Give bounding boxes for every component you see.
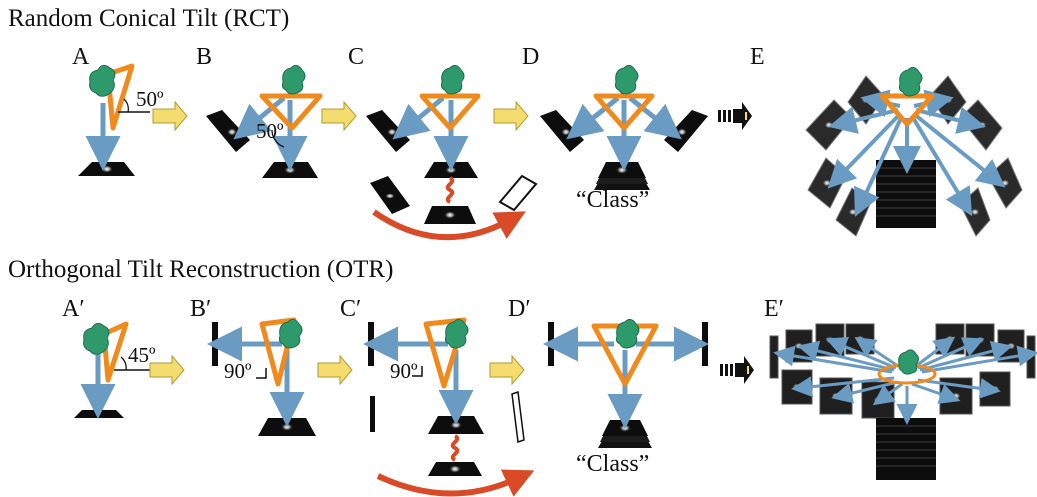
otr-panel-c-prime bbox=[363, 317, 535, 497]
step-arrow-d-e-striped bbox=[718, 102, 752, 130]
step-arrow-c-d-prime bbox=[489, 354, 525, 386]
step-arrow-a-b-prime bbox=[149, 354, 185, 386]
otr-panel-d-prime bbox=[543, 318, 709, 448]
panel-label-a-prime: A′ bbox=[62, 296, 85, 322]
rct-panel-d bbox=[540, 64, 708, 190]
step-arrow-b-c-prime bbox=[317, 354, 353, 386]
rotation-axis-icon bbox=[450, 434, 460, 462]
rct-panel-a bbox=[78, 63, 150, 176]
rct-panel-b bbox=[206, 64, 323, 178]
micrograph-outline bbox=[511, 390, 525, 444]
step-arrow-a-b bbox=[152, 100, 188, 132]
panel-label-c-prime: C′ bbox=[340, 296, 362, 322]
molecule-icon bbox=[614, 64, 639, 95]
class-stack bbox=[876, 418, 936, 480]
tilt-frame bbox=[105, 63, 135, 131]
step-arrow-d-e-prime-striped bbox=[720, 356, 754, 384]
molecule-icon bbox=[440, 64, 465, 95]
rotation-arrow bbox=[372, 209, 526, 241]
panel-label-e-prime: E′ bbox=[764, 296, 784, 322]
tilt-frame bbox=[259, 317, 297, 387]
tilt-angle-b: 50º bbox=[256, 119, 284, 143]
step-arrow-b-c bbox=[321, 100, 357, 132]
panel-label-a: A bbox=[72, 44, 90, 70]
tilt-angle-b-prime: 90º bbox=[224, 359, 252, 383]
tilt-frame bbox=[423, 317, 467, 389]
panel-label-b-prime: B′ bbox=[190, 296, 212, 322]
panel-label-b: B bbox=[196, 44, 213, 70]
step-arrow-c-d bbox=[493, 100, 529, 132]
rotation-arrow bbox=[376, 469, 535, 497]
rotation-axis-icon bbox=[445, 176, 455, 204]
otr-title: Orthogonal Tilt Reconstruction (OTR) bbox=[8, 256, 394, 283]
tilt-angle-c-prime: 90º bbox=[390, 359, 418, 383]
molecule-icon bbox=[444, 318, 469, 349]
molecule-icon bbox=[278, 318, 303, 349]
tilt-frame bbox=[419, 93, 481, 131]
rct-class-label: “Class” bbox=[576, 187, 650, 213]
tilt-frame bbox=[593, 93, 655, 131]
tilt-frame bbox=[101, 321, 129, 383]
panel-label-e: E bbox=[750, 44, 765, 70]
molecule-icon bbox=[898, 66, 923, 97]
panel-label-d: D bbox=[522, 44, 540, 70]
rct-title: Random Conical Tilt (RCT) bbox=[8, 5, 290, 32]
molecule-icon bbox=[898, 349, 919, 375]
molecule-icon bbox=[615, 318, 640, 349]
rct-panel-e bbox=[805, 66, 1023, 237]
otr-panel-a-prime bbox=[74, 321, 150, 419]
tilt-frame bbox=[259, 93, 323, 131]
panel-label-d-prime: D′ bbox=[508, 296, 531, 322]
molecule-icon bbox=[281, 64, 306, 95]
class-stack bbox=[876, 160, 936, 228]
tilt-angle-a: 50º bbox=[136, 87, 164, 111]
molecule-icon bbox=[83, 322, 110, 355]
molecule-icon bbox=[89, 64, 116, 97]
panel-label-c: C bbox=[348, 44, 365, 70]
otr-class-label: “Class” bbox=[576, 451, 650, 477]
micrograph-outline bbox=[498, 174, 538, 212]
rct-panel-c bbox=[366, 64, 538, 241]
otr-panel-e-prime bbox=[769, 323, 1037, 480]
otr-panel-b-prime bbox=[207, 317, 316, 436]
